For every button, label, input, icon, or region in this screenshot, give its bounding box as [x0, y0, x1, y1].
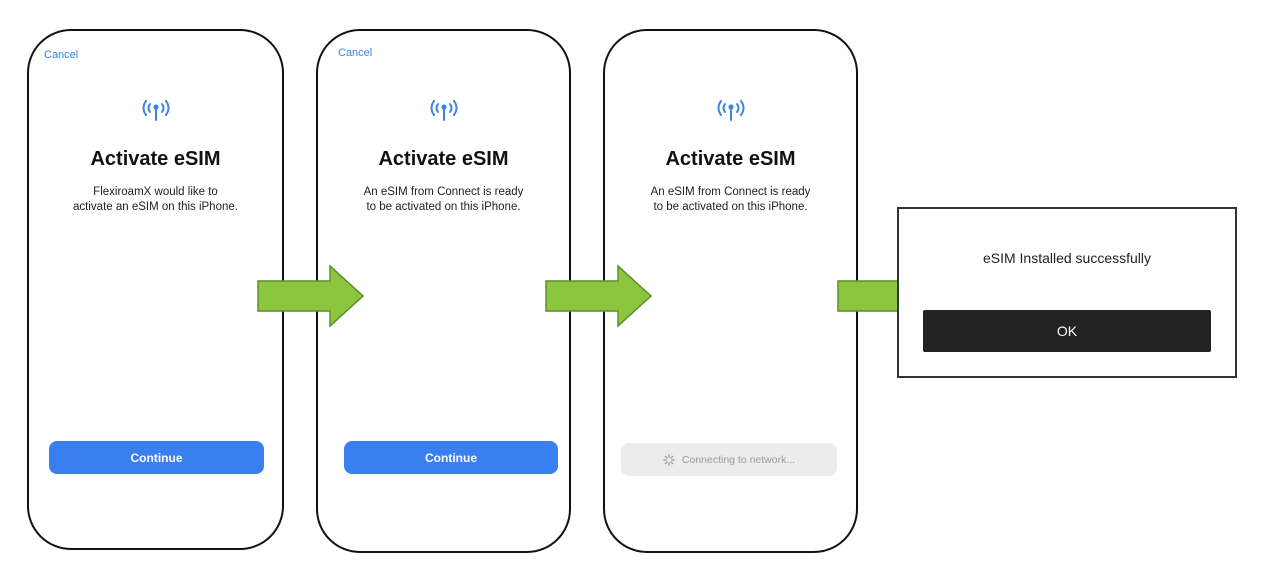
- description-line: An eSIM from Connect is ready: [363, 186, 524, 198]
- phone-screen-3: Activate eSIM An eSIM from Connect is re…: [603, 29, 858, 553]
- description-line: activate an eSIM on this iPhone.: [73, 201, 238, 213]
- right-arrow-icon: [545, 264, 653, 328]
- continue-button[interactable]: Continue: [49, 441, 264, 474]
- spinner-icon: [663, 453, 675, 466]
- description-line: FlexiroamX would like to: [93, 186, 218, 198]
- right-arrow-icon: [257, 264, 365, 328]
- antenna-icon: [717, 100, 744, 121]
- ok-button[interactable]: OK: [923, 310, 1211, 352]
- description-line: An eSIM from Connect is ready: [650, 186, 811, 198]
- page-title: Activate eSIM: [378, 148, 509, 170]
- page-title: Activate eSIM: [90, 148, 221, 170]
- status-text: Connecting to network...: [681, 453, 796, 466]
- cancel-link[interactable]: Cancel: [44, 49, 79, 61]
- antenna-icon: [430, 100, 457, 121]
- page-title: Activate eSIM: [665, 148, 796, 170]
- cancel-link[interactable]: Cancel: [338, 47, 373, 59]
- description: An eSIM from Connect is ready to be acti…: [605, 185, 856, 215]
- description-line: to be activated on this iPhone.: [366, 201, 521, 213]
- success-dialog: eSIM Installed successfully OK: [897, 207, 1237, 378]
- description: An eSIM from Connect is ready to be acti…: [318, 185, 569, 215]
- description: FlexiroamX would like to activate an eSI…: [29, 185, 282, 215]
- dialog-message: eSIM Installed successfully: [982, 250, 1152, 266]
- antenna-icon: [142, 100, 169, 121]
- phone-screen-1: Cancel Activate eSIM FlexiroamX would li…: [27, 29, 284, 550]
- description-line: to be activated on this iPhone.: [653, 201, 808, 213]
- continue-button[interactable]: Continue: [344, 441, 558, 474]
- connecting-button: Connecting to network...: [621, 443, 837, 476]
